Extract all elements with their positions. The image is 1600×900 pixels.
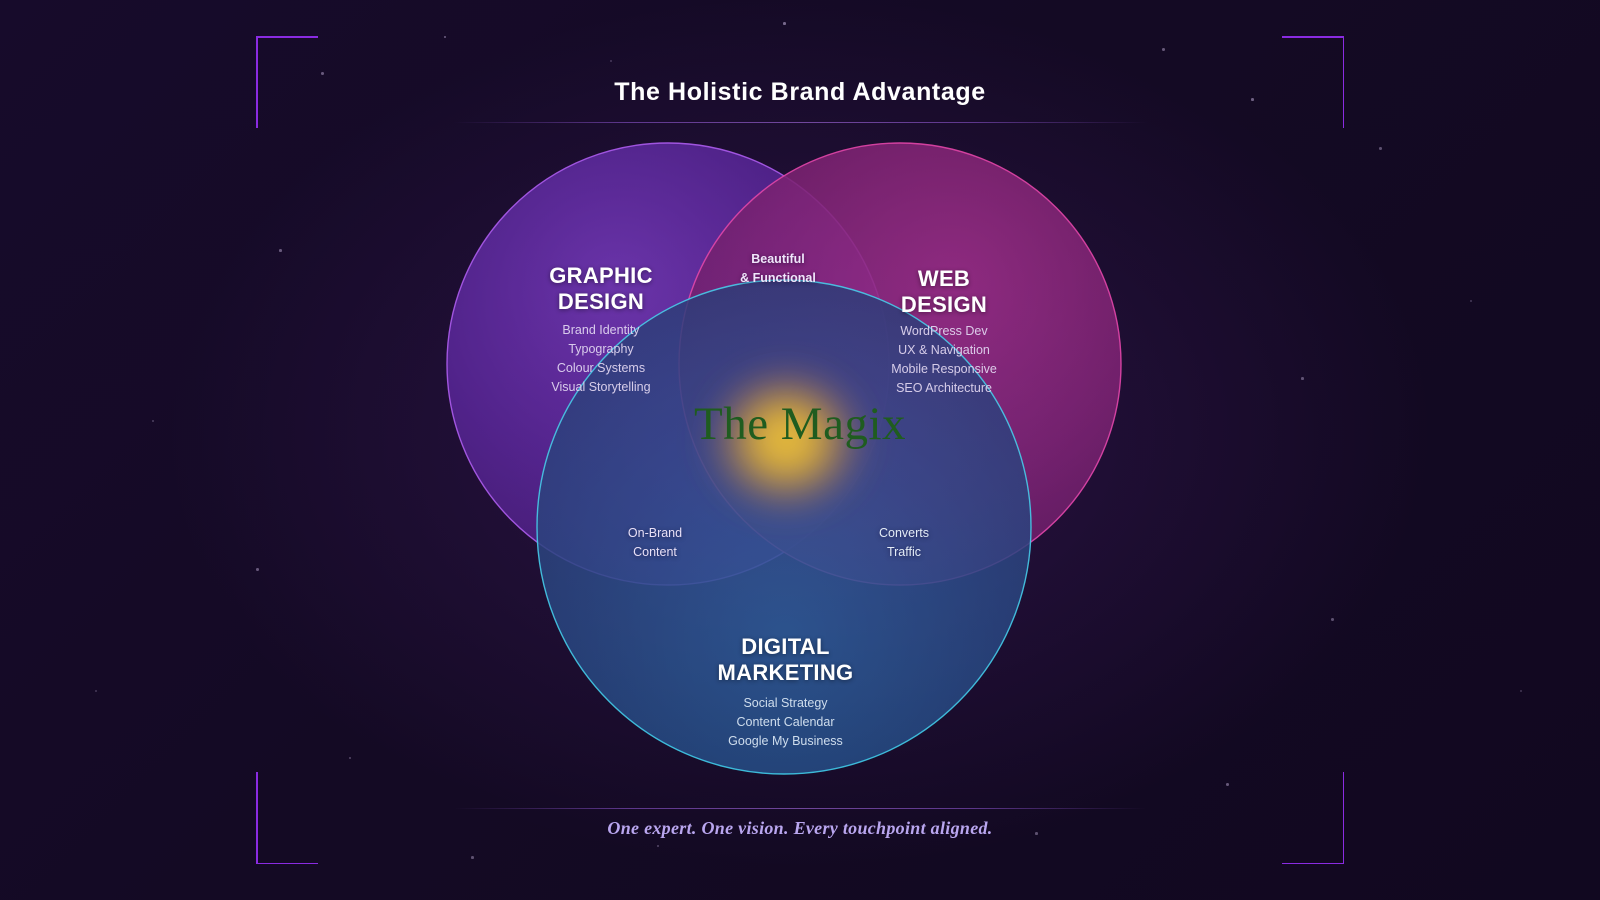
circle-digital-marketing — [536, 279, 1032, 775]
bracket-line-vertical — [256, 772, 258, 864]
core-glow — [700, 360, 872, 520]
corner-bracket-top-left — [256, 36, 318, 128]
bracket-line-horizontal — [1282, 862, 1344, 864]
bracket-line-vertical — [1342, 772, 1344, 864]
bracket-line-horizontal — [1282, 36, 1344, 38]
divider-top — [453, 122, 1147, 123]
corner-bracket-top-right — [1282, 36, 1344, 128]
bracket-line-vertical — [1342, 36, 1344, 128]
bracket-line-horizontal — [256, 36, 318, 38]
tagline: One expert. One vision. Every touchpoint… — [607, 818, 993, 838]
bracket-line-horizontal — [256, 862, 318, 864]
corner-bracket-bottom-right — [1282, 772, 1344, 864]
bracket-line-vertical — [256, 36, 258, 128]
corner-bracket-bottom-left — [256, 772, 318, 864]
page-title: The Holistic Brand Advantage — [614, 78, 986, 106]
divider-bottom — [453, 808, 1147, 809]
